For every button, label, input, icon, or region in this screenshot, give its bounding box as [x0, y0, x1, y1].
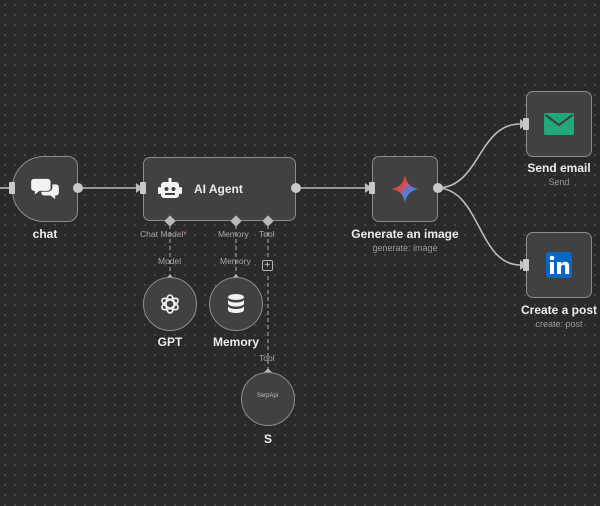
generate-image-output-handle[interactable]: [433, 183, 443, 193]
memory-label: Memory: [212, 335, 259, 349]
ai-agent-node[interactable]: AI Agent: [143, 157, 296, 221]
generate-image-input-port[interactable]: [369, 182, 375, 194]
chat-label: chat: [32, 227, 58, 241]
chat-model-port-label: Chat Model*: [140, 229, 187, 239]
generate-image-label: Generate an image: [351, 227, 459, 241]
chat-output-handle[interactable]: [73, 183, 83, 193]
gpt-label: GPT: [157, 335, 183, 349]
chat-input-port[interactable]: [9, 182, 15, 194]
memory-input-label: Memory: [220, 256, 251, 266]
create-post-sublabel: create: post: [535, 319, 583, 329]
send-email-input-port[interactable]: [523, 118, 529, 130]
model-input-label: Model: [158, 256, 182, 266]
send-email-node[interactable]: [526, 91, 592, 157]
tool-input-label: Tool: [259, 353, 275, 363]
create-post-label: Create a post: [520, 303, 598, 317]
create-post-node[interactable]: [526, 232, 592, 298]
linkedin-icon: [546, 252, 572, 278]
serpapi-node[interactable]: SerpApi: [241, 372, 295, 426]
chat-trigger-node[interactable]: [12, 156, 78, 222]
serpapi-label: S: [263, 432, 272, 446]
openai-icon: [161, 294, 179, 314]
serpapi-logo-text: SerpApi: [256, 393, 279, 399]
generate-image-sublabel: generate: image: [372, 243, 438, 253]
generate-image-node[interactable]: [372, 156, 438, 222]
memory-port-label: Memory: [218, 229, 249, 239]
tool-port-label: Tool: [259, 229, 275, 239]
ai-agent-output-handle[interactable]: [291, 183, 301, 193]
database-icon: [228, 294, 244, 313]
send-email-sublabel: Send: [548, 177, 570, 187]
ai-agent-label: AI Agent: [194, 182, 243, 196]
add-tool-button[interactable]: +: [262, 260, 273, 271]
gemini-icon: [391, 175, 419, 203]
connection-image-to-post: [436, 187, 521, 266]
robot-icon: [158, 178, 182, 198]
connection-image-to-email: [436, 123, 521, 189]
ai-agent-input-port[interactable]: [140, 182, 146, 194]
email-icon: [544, 113, 574, 135]
gpt-node[interactable]: [143, 277, 197, 331]
memory-node[interactable]: [209, 277, 263, 331]
chat-bubbles-icon: [31, 178, 59, 200]
send-email-label: Send email: [527, 161, 591, 175]
create-post-input-port[interactable]: [523, 259, 529, 271]
